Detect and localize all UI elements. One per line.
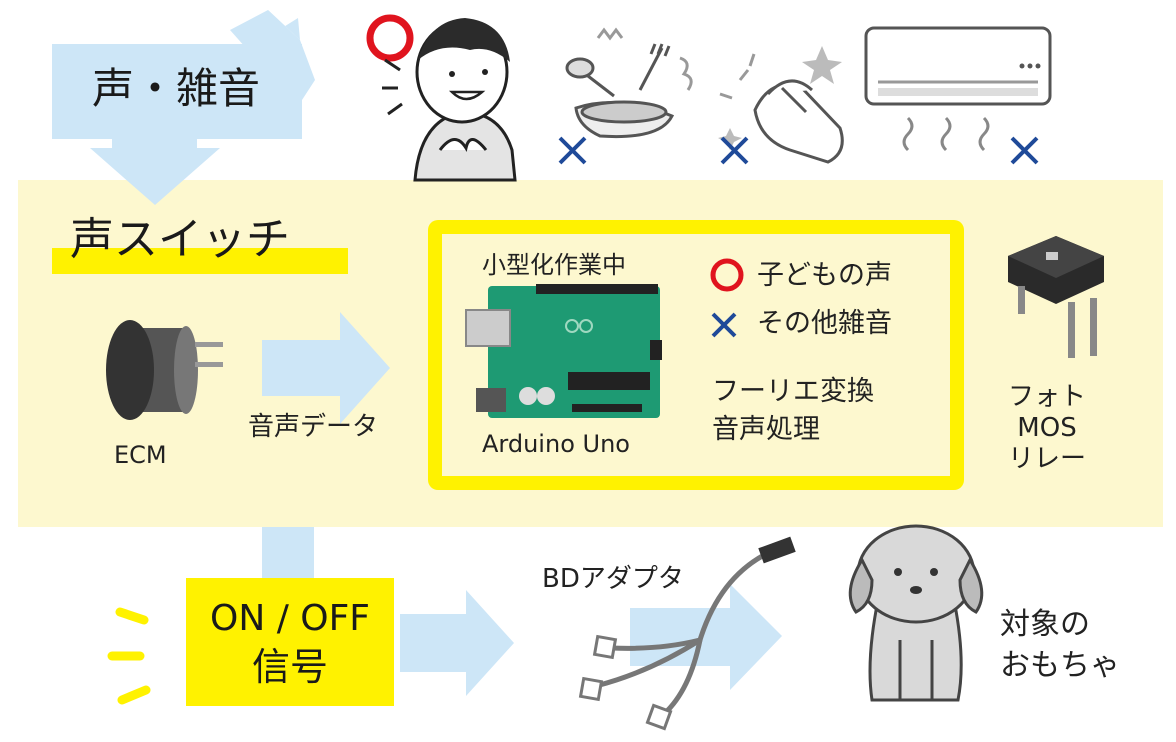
audio-processing-label: 音声処理: [712, 414, 820, 445]
adapter-arrow: [630, 584, 782, 690]
connector-2: [578, 676, 604, 702]
title-highlight: [52, 248, 348, 274]
on-off-label: ON / OFF: [209, 598, 371, 639]
dishes-icon: [565, 27, 693, 139]
connector-3: [645, 703, 673, 731]
air-conditioner-icon: [864, 26, 1052, 152]
ecm-label: ECM: [114, 441, 167, 469]
on-off-box: [186, 578, 394, 706]
other-noise-label: その他雑音: [757, 308, 892, 339]
child-voice-label: 子どもの声: [757, 260, 892, 291]
clapping-hands-icon: [718, 46, 844, 164]
voice-switch-title: 声スイッチ: [70, 214, 290, 265]
voice-noise-label: 声・雑音: [92, 64, 261, 113]
signal-arrow: [400, 590, 514, 696]
bd-adapter-cable-icon: [593, 536, 796, 717]
signal-down-connector: [262, 527, 314, 579]
audio-data-arrow: [262, 312, 390, 424]
toy-dog-icon: [848, 524, 984, 702]
arduino-label: Arduino Uno: [482, 430, 630, 458]
relay-chip-icon: [1008, 236, 1104, 358]
photo-mos-label: フォト MOS リレー: [1008, 382, 1087, 475]
ok-mark-icon: [710, 258, 744, 292]
fourier-label: フーリエ変換: [712, 376, 874, 407]
x-mark-clap: [720, 136, 749, 165]
miniaturizing-label: 小型化作業中: [482, 251, 626, 279]
x-mark-ac: [1010, 136, 1039, 165]
target-toy-label-1: 対象の: [1000, 607, 1090, 642]
microphone-icon: [106, 320, 223, 420]
boy-icon: [366, 14, 517, 182]
voice-input-arrow: [52, 10, 315, 205]
target-toy-label-2: おもちゃ: [1000, 648, 1120, 683]
arduino-board-icon: [465, 284, 662, 418]
bd-adapter-label: BDアダプタ: [542, 564, 684, 594]
signal-burst-icon: [107, 607, 151, 705]
x-mark-dishes: [558, 136, 587, 165]
ng-mark-icon: [711, 312, 737, 338]
connector-1: [592, 634, 618, 660]
audio-data-label: 音声データ: [248, 412, 379, 442]
signal-label: 信号: [251, 645, 328, 689]
